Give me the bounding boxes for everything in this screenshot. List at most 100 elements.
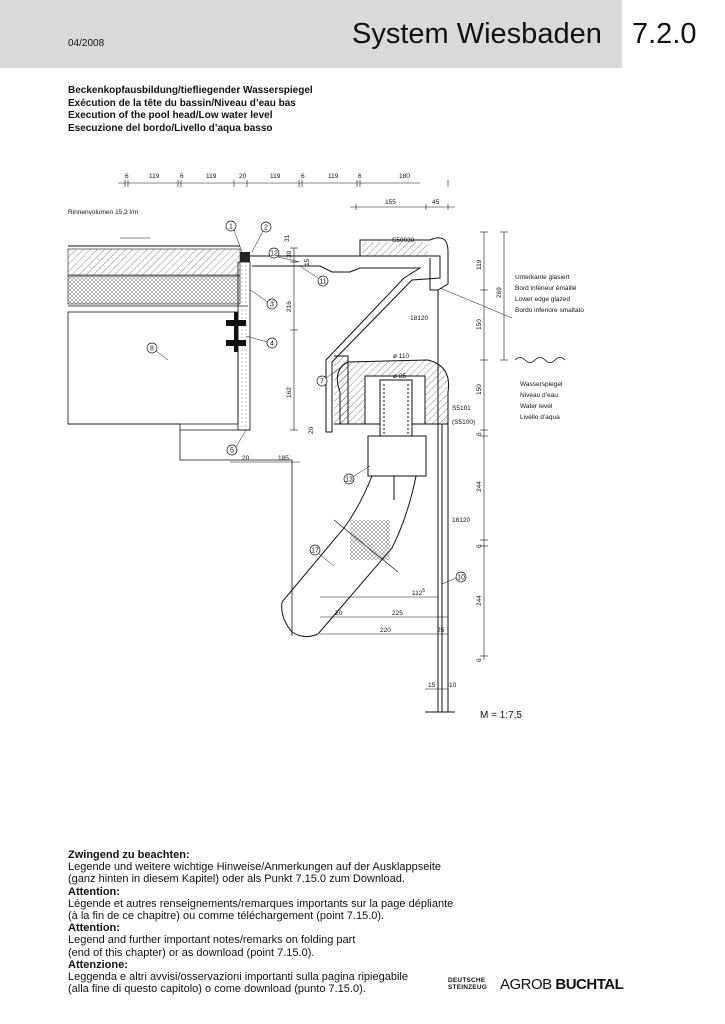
dim-top-6: 119 [270, 173, 281, 180]
dim-225: 225 [392, 610, 403, 617]
system-title: System Wiesbaden [352, 18, 602, 50]
leader-lower-edge [439, 287, 513, 319]
note-heading-de: Zwingend zu beachten: [68, 849, 190, 861]
marker-17-label: 17 [311, 548, 319, 555]
deck-construction [67, 237, 293, 636]
dim-top-8: 119 [328, 173, 339, 180]
dim-20-vertical: 20 [308, 426, 315, 434]
marker-5: 5 [226, 429, 247, 456]
marker-1-label: 1 [229, 224, 233, 231]
marker-12: 12 [268, 247, 301, 263]
note-text-it-1: Leggenda e altri avvisi/osservazioni imp… [68, 971, 408, 984]
label-s5101: S5101 [452, 405, 471, 412]
marker-7: 7 [316, 367, 341, 387]
drain-body [336, 359, 450, 500]
marker-7-label: 7 [320, 379, 324, 386]
right-vertical-dims [480, 231, 508, 660]
dim-155: 155 [385, 199, 396, 206]
dim-216: 216 [286, 301, 293, 312]
dim-10-bottom: 10 [449, 682, 457, 689]
dim-15: 15 [304, 258, 311, 266]
pool-wall [425, 290, 455, 713]
marker-3: 3 [249, 289, 278, 310]
dim-15-bottom: 15 [428, 682, 436, 689]
dim-top-10: 180 [399, 173, 410, 180]
note-text-de-2: (ganz hinten in diesem Kapitel) oder als… [68, 873, 405, 886]
label-s5100: (S5100) [452, 419, 475, 426]
gutter-volume: Rinnenvolumen 15,2 l/m [68, 209, 138, 216]
note-text-it-2: (alla fine di questo capitolo) o come do… [68, 983, 366, 996]
dim-top-3: 6 [180, 173, 184, 180]
label-18120-lower: 18120 [452, 517, 470, 524]
marker-10: 10 [441, 571, 467, 585]
legend-lower-edge-de: Unterkante glasiert [515, 274, 570, 281]
note-text-en-2: (end of this chapter) or as download (po… [68, 946, 315, 959]
legend-water-de: Wasserspiegel [520, 381, 563, 388]
title-de: Beckenkopfausbildung/tiefliegender Wasse… [68, 85, 313, 96]
top-dimension-chain [118, 180, 455, 210]
marker-13: 13 [343, 465, 371, 485]
lower-horizontal-dims [320, 596, 448, 690]
chapter-number: 7.2.0 [632, 18, 697, 50]
label-s50038: S50038 [392, 237, 415, 244]
left-vertical-dims [290, 247, 298, 431]
dim-top-5: 20 [239, 173, 247, 180]
marker-8: 8 [146, 342, 169, 361]
dim-top-2: 119 [149, 173, 160, 180]
marker-13-label: 13 [345, 477, 353, 484]
dia-110: ø 110 [393, 353, 410, 360]
marker-2: 2 [251, 221, 272, 253]
marker-10-label: 10 [457, 575, 465, 582]
title-it: Esecuzione del bordo/Livello d’aqua bass… [68, 122, 273, 134]
note-text-en-1: Legend and further important notes/remar… [68, 934, 356, 947]
legend-water-it: Livello d’aqua [520, 414, 560, 421]
dim-30: 30 [286, 250, 293, 258]
label-18120-upper: 18120 [410, 315, 428, 322]
marker-1: 1 [225, 220, 243, 253]
dim-top-4: 119 [206, 173, 217, 180]
dim-185: 185 [278, 455, 289, 462]
marker-8-label: 8 [150, 346, 154, 353]
dim-119-right: 119 [476, 259, 483, 270]
dim-25: 25 [437, 627, 445, 634]
dia-85: ø 85 [393, 373, 406, 380]
legend-water-fr: Niveau d’eau [520, 392, 558, 399]
note-heading-it: Attenzione: [68, 958, 128, 971]
logo-agrob: AGROB [500, 976, 552, 993]
logo-line-2: STEINZEUG [448, 984, 487, 991]
header-band [0, 0, 622, 68]
note-heading-en: Attention: [68, 922, 120, 935]
legend-water-en: Water level [520, 403, 553, 410]
marker-11: 11 [299, 265, 329, 287]
dim-244-a: 244 [476, 481, 483, 492]
note-text-fr-2: (à la fin de ce chapitre) ou comme téléc… [68, 910, 385, 923]
logo-line-1: DEUTSCHE [448, 977, 486, 984]
legend-lower-edge-it: Bordo inferiore smaltato [515, 307, 584, 314]
outlet-pipe [281, 475, 417, 638]
marker-2-label: 2 [264, 225, 268, 232]
dim-top-9: 6 [358, 173, 362, 180]
dim-31: 31 [284, 234, 291, 242]
dim-244-b: 244 [476, 595, 483, 606]
marker-11-label: 11 [319, 279, 326, 286]
marker-4-label: 4 [270, 341, 274, 348]
dim-20-lower: 20 [335, 610, 343, 617]
dim-162: 162 [286, 387, 293, 398]
drawing-titles: Beckenkopfausbildung/tiefliegender Wasse… [68, 85, 313, 135]
marker-17: 17 [309, 544, 335, 567]
dim-150-lower: 150 [476, 384, 483, 395]
dim-6-a: 6 [476, 432, 483, 436]
logo-buchtal: BUCHTAL [555, 976, 624, 993]
note-heading-fr: Attention: [68, 885, 120, 898]
important-notes: Zwingend zu beachten: Legende und weiter… [68, 849, 488, 995]
dim-269: 269 [496, 287, 503, 298]
title-fr: Exécution de la tête du bassin/Niveau d’… [68, 97, 296, 109]
title-en: Execution of the pool head/Low water lev… [68, 110, 273, 121]
note-text-fr-1: Légende et autres renseignements/remarqu… [68, 897, 454, 910]
marker-12-label: 12 [270, 251, 278, 258]
dim-20-horizontal: 20 [242, 455, 250, 462]
dim-6-c: 6 [476, 658, 483, 662]
dim-220: 220 [380, 627, 391, 634]
dim-45: 45 [432, 199, 440, 206]
